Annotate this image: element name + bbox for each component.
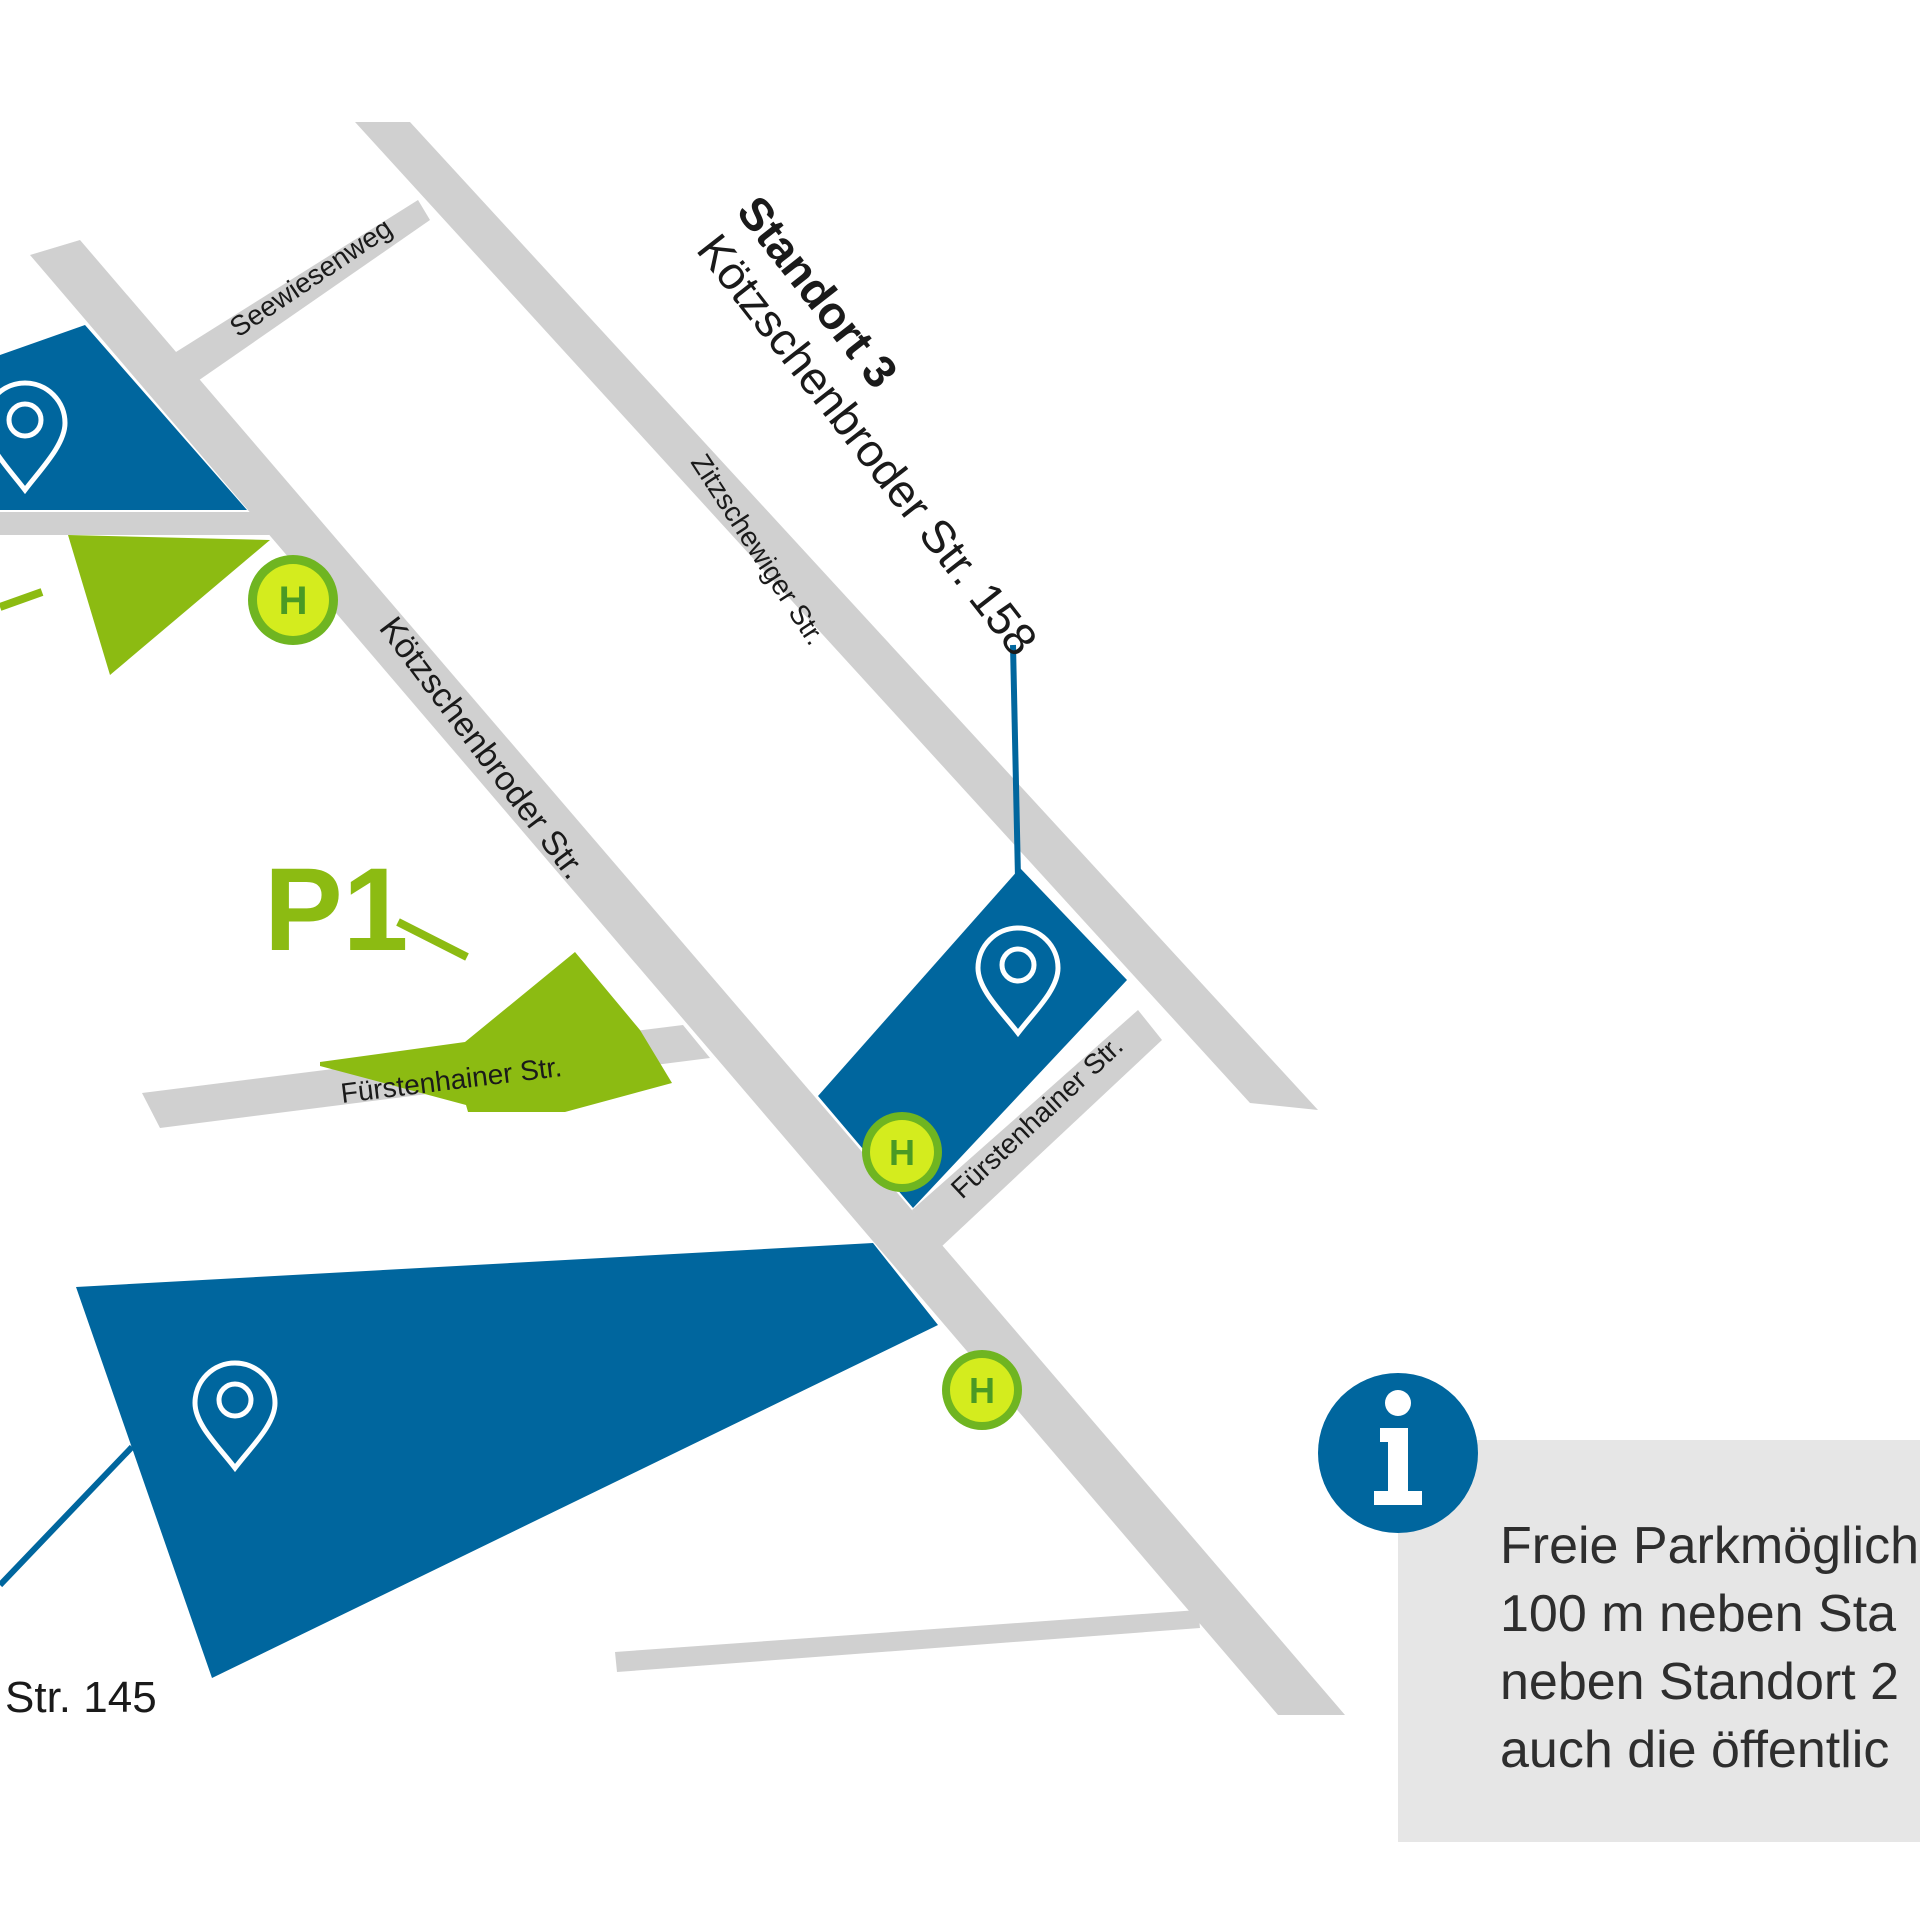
bus-stop-letter: H xyxy=(279,579,308,623)
road-left-stub xyxy=(0,512,270,535)
info-text: Freie Parkmöglich 100 m neben Sta neben … xyxy=(1500,1512,1920,1784)
location-pin-icon xyxy=(0,380,68,495)
roads xyxy=(0,122,1345,1715)
street-label-zitzschewiger: Zitzschewiger Str. xyxy=(685,448,831,650)
info-icon xyxy=(1318,1373,1478,1533)
road-bottom xyxy=(615,1610,1200,1672)
location-address-standort-3: Kötzschenbroder Str. 158 xyxy=(687,224,1048,665)
parking-label-p1: P1 xyxy=(264,844,408,976)
info-text-line: auch die öffentlic xyxy=(1500,1721,1890,1779)
parking-area-p1 xyxy=(320,952,672,1112)
parking-area-top xyxy=(68,535,270,675)
location-address-bottom: Str. 145 xyxy=(5,1673,157,1722)
location-areas xyxy=(0,325,1127,1678)
info-text-line: Freie Parkmöglich xyxy=(1500,1517,1920,1575)
street-label-seewiesenweg: Seewiesenweg xyxy=(224,212,397,343)
location-area-bottom xyxy=(76,1243,938,1678)
parking-pointer-top xyxy=(0,588,44,611)
info-box xyxy=(1398,1440,1920,1842)
location-pointer-bottom xyxy=(0,1444,135,1588)
parking-pointer-p1 xyxy=(396,918,469,961)
road-seewiesenweg xyxy=(168,200,430,385)
location-pin-icon xyxy=(192,1360,278,1473)
road-zitzschewiger xyxy=(355,122,1318,1110)
road-fuerstenhainer-right xyxy=(912,1010,1162,1248)
location-pin-icon xyxy=(975,925,1061,1038)
location-area-top-left xyxy=(0,325,247,510)
info-text-line: 100 m neben Sta xyxy=(1500,1585,1897,1643)
road-koetzschenbroder xyxy=(30,240,1345,1715)
bus-stop-letter: H xyxy=(969,1370,995,1411)
bus-stop-icon: H xyxy=(942,1350,1022,1430)
location-pointer-standort-3 xyxy=(1010,644,1021,879)
info-text-line: neben Standort 2 xyxy=(1500,1653,1899,1711)
bus-stop-icon: H xyxy=(248,555,338,645)
bus-stop-icon: H xyxy=(862,1112,942,1192)
parking-areas xyxy=(0,535,672,1112)
bus-stop-letter: H xyxy=(889,1132,915,1173)
